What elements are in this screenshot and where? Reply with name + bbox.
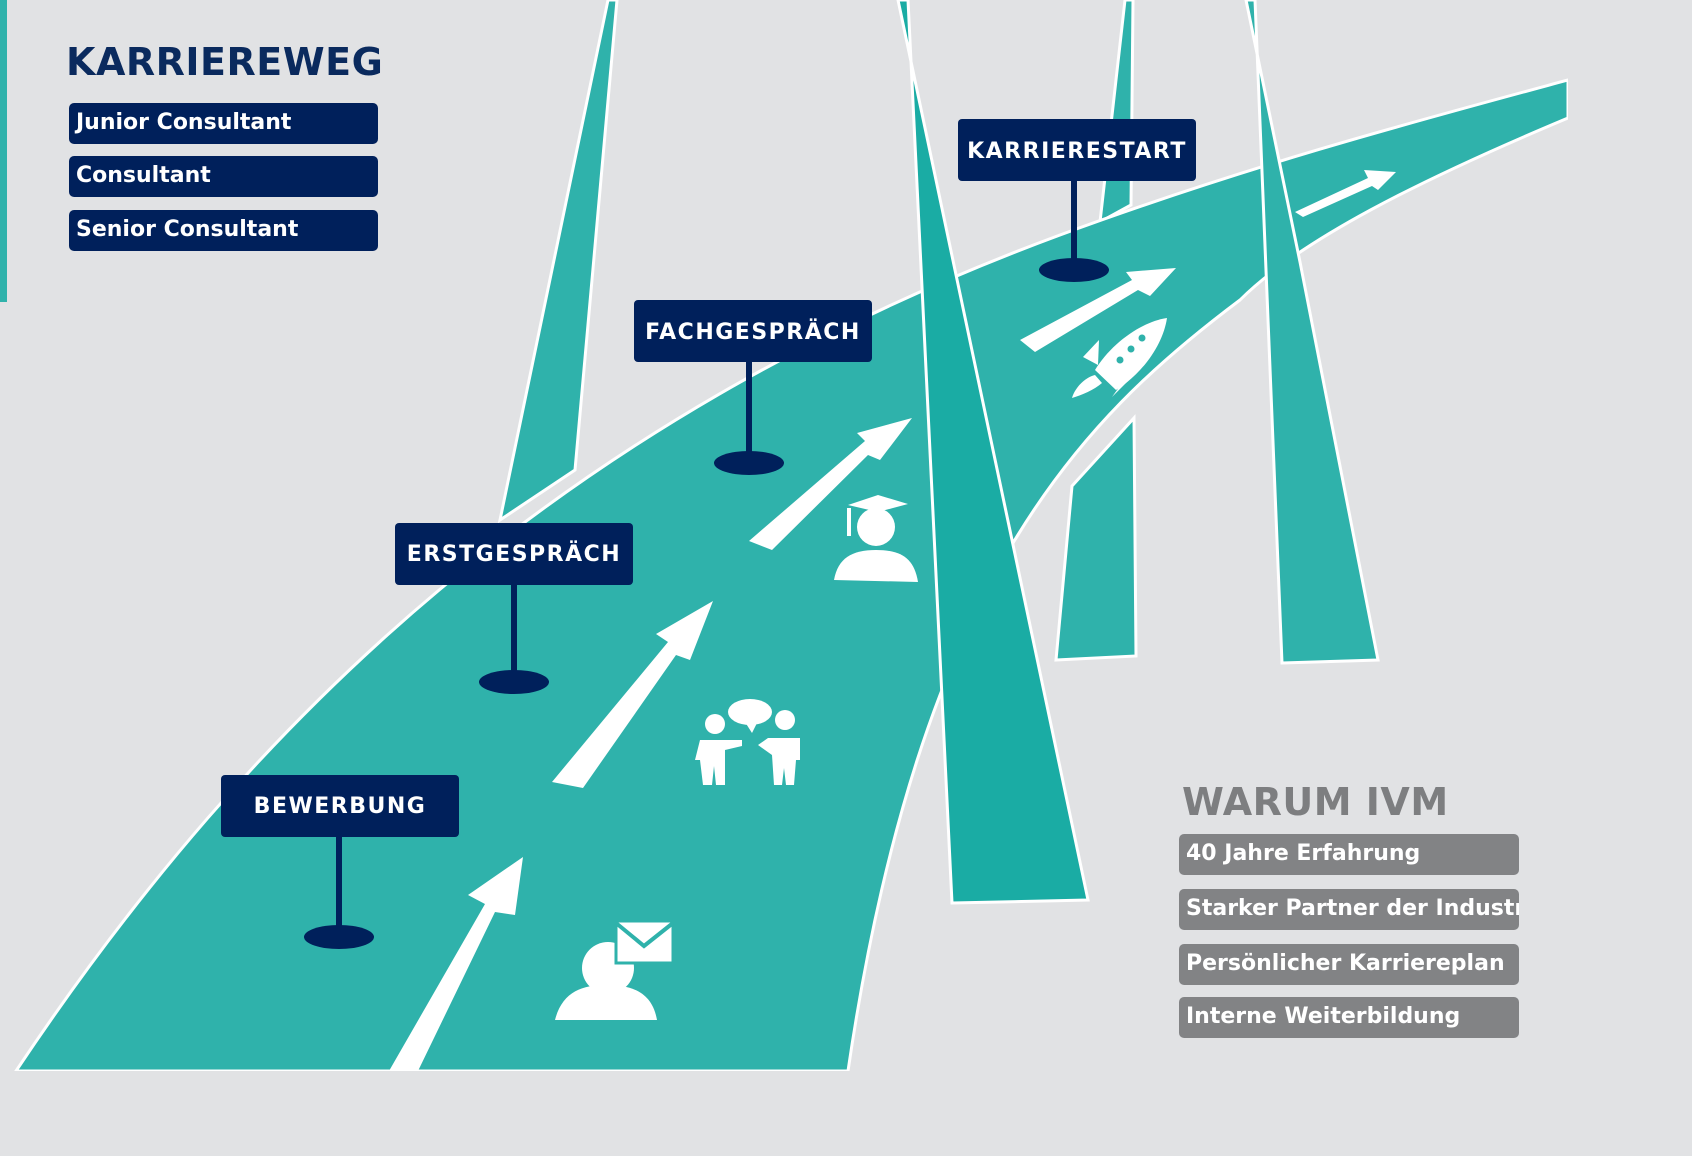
karriereweg-title: KARRIEREWEG [66,40,384,84]
sign-bewerbung: BEWERBUNG [221,775,459,837]
sign-posts [304,179,1109,949]
road-spike-center [896,0,1090,905]
career-path-diagram: KARRIEREWEG Junior Consultant Consultant… [0,0,1568,1071]
arrow-5 [1295,170,1396,217]
sign-karrierestart: KARRIERESTART [958,119,1196,181]
arrow-1 [389,857,523,1071]
reason-partner-industrie: Starker Partner der Industrie [1179,889,1519,930]
arrow-3 [749,418,912,550]
road-spike-back [1098,0,1135,225]
sign-erstgespraech: ERSTGESPRÄCH [395,523,633,585]
conversation-icon [695,699,800,785]
road-spike-right [1244,0,1380,665]
direction-arrows [389,170,1396,1071]
level-senior-consultant: Senior Consultant [69,210,378,251]
sign-fachgespraech: FACHGESPRÄCH [634,300,872,362]
reason-erfahrung: 40 Jahre Erfahrung [1179,834,1519,875]
arrow-2 [552,601,713,788]
reason-weiterbildung: Interne Weiterbildung [1179,997,1519,1038]
level-junior-consultant: Junior Consultant [69,103,378,144]
person-mail-icon [555,919,675,1020]
accent-bar [0,0,7,302]
rocket-icon [1072,318,1167,398]
graduate-icon [834,495,918,582]
road-spike-left [497,0,619,524]
reason-karriereplan: Persönlicher Karriereplan [1179,944,1519,985]
level-consultant: Consultant [69,156,378,197]
road-spike-mid [1054,414,1138,662]
arrow-4 [1020,268,1176,352]
warum-ivm-title: WARUM IVM [1182,780,1449,824]
